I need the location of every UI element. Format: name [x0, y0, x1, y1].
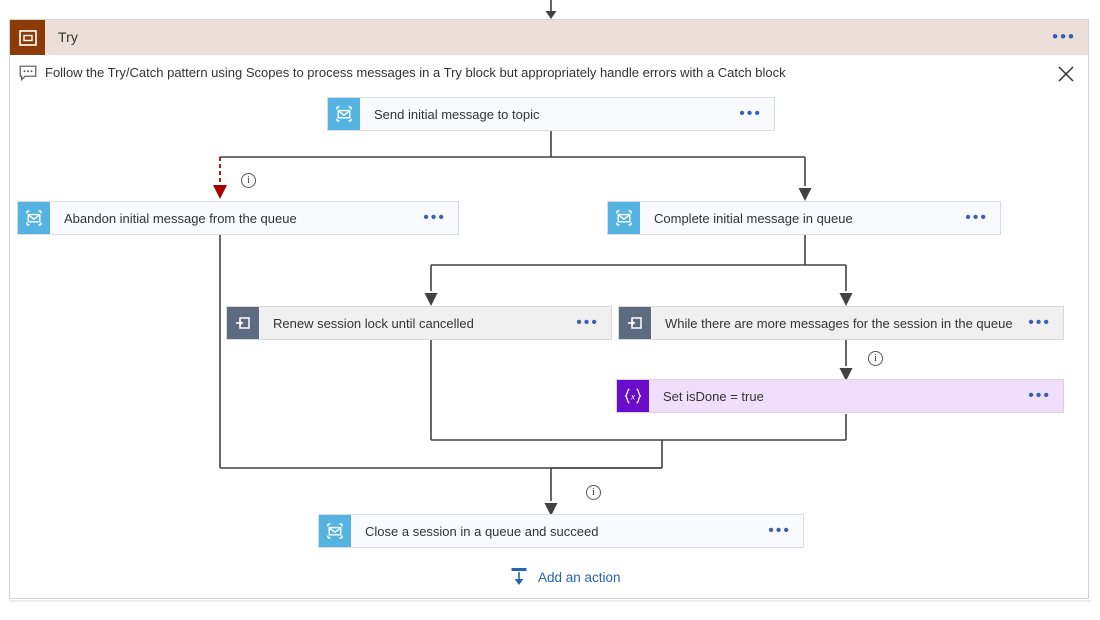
- node-label: Close a session in a queue and succeed: [365, 523, 599, 539]
- action-node-abandon-initial-message-from-the-queue[interactable]: Abandon initial message from the queue •…: [17, 201, 459, 235]
- node-label: Renew session lock until cancelled: [273, 315, 474, 331]
- action-node-close-a-session-in-a-queue-and-succeed[interactable]: Close a session in a queue and succeed •…: [318, 514, 804, 548]
- svg-text:x: x: [630, 393, 636, 403]
- action-node-send-initial-message-to-topic[interactable]: Send initial message to topic •••: [327, 97, 775, 131]
- node-label: Send initial message to topic: [374, 106, 540, 122]
- info-icon-close-session-branch[interactable]: i: [586, 485, 601, 500]
- variable-icon: x: [617, 380, 649, 412]
- scope-description-row: Follow the Try/Catch pattern using Scope…: [19, 63, 1059, 87]
- close-icon[interactable]: [1054, 62, 1078, 86]
- node-label: Complete initial message in queue: [654, 210, 853, 226]
- service-bus-icon: [319, 515, 351, 547]
- service-bus-icon: [18, 202, 50, 234]
- node-label: Abandon initial message from the queue: [64, 210, 297, 226]
- add-an-action-label: Add an action: [538, 569, 621, 585]
- node-menu-button[interactable]: •••: [768, 522, 791, 539]
- node-menu-button[interactable]: •••: [739, 105, 762, 122]
- scope-header[interactable]: Try •••: [10, 20, 1088, 55]
- frame-shadow: [9, 600, 1091, 602]
- node-menu-button[interactable]: •••: [965, 209, 988, 226]
- comment-icon: [19, 65, 37, 81]
- incoming-connector-arrow: [545, 0, 557, 19]
- action-node-renew-session-lock-until-cancelled[interactable]: Renew session lock until cancelled •••: [226, 306, 612, 340]
- action-node-complete-initial-message-in-queue[interactable]: Complete initial message in queue •••: [607, 201, 1001, 235]
- node-menu-button[interactable]: •••: [423, 209, 446, 226]
- add-an-action-button[interactable]: Add an action: [508, 565, 621, 589]
- info-icon-set-isdone-branch[interactable]: i: [868, 351, 883, 366]
- scope-title: Try: [58, 29, 78, 45]
- scope-menu-button[interactable]: •••: [1052, 27, 1076, 46]
- scope-description-text: Follow the Try/Catch pattern using Scope…: [45, 65, 786, 80]
- action-node-set-isdone-true[interactable]: x Set isDone = true •••: [616, 379, 1064, 413]
- node-label: While there are more messages for the se…: [665, 315, 1013, 331]
- action-node-while-there-are-more-messages[interactable]: While there are more messages for the se…: [618, 306, 1064, 340]
- node-label: Set isDone = true: [663, 388, 764, 404]
- info-icon-abandon-branch[interactable]: i: [241, 173, 256, 188]
- loop-icon: [619, 307, 651, 339]
- service-bus-icon: [608, 202, 640, 234]
- add-action-icon: [511, 568, 527, 585]
- scope-icon: [10, 20, 45, 55]
- node-menu-button[interactable]: •••: [1028, 387, 1051, 404]
- node-menu-button[interactable]: •••: [576, 314, 599, 331]
- loop-icon: [227, 307, 259, 339]
- service-bus-icon: [328, 98, 360, 130]
- node-menu-button[interactable]: •••: [1028, 314, 1051, 331]
